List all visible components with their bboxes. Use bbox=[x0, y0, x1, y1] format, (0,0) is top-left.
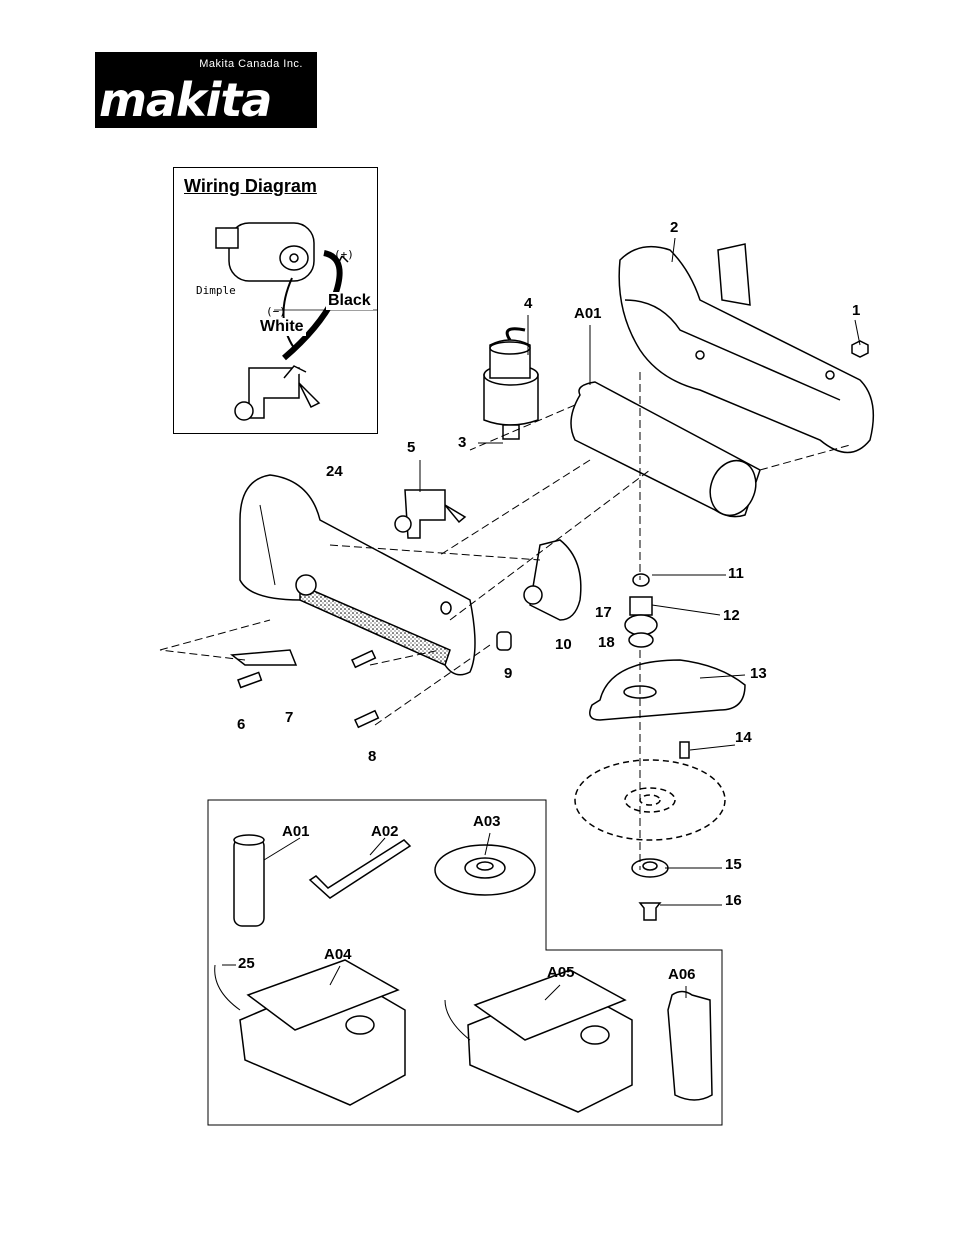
callout-7: 7 bbox=[285, 709, 294, 726]
callout-4: 4 bbox=[524, 295, 533, 312]
callout-1: 1 bbox=[852, 302, 861, 319]
callout-2: 2 bbox=[670, 219, 679, 236]
callout-a06: A06 bbox=[668, 966, 696, 983]
callout-a01: A01 bbox=[282, 823, 310, 840]
lock-nut-icon bbox=[631, 858, 669, 878]
minus-label: (−) bbox=[266, 305, 286, 318]
callout-14: 14 bbox=[735, 729, 752, 746]
callout-3: 3 bbox=[458, 434, 467, 451]
callout-9: 9 bbox=[504, 665, 513, 682]
grinding-disc-icon bbox=[434, 844, 536, 896]
switch-icon bbox=[394, 489, 467, 539]
callout-24: 24 bbox=[326, 463, 343, 480]
callout-10: 10 bbox=[555, 636, 572, 653]
callout-25: 25 bbox=[238, 955, 255, 972]
dimple-label: Dimple bbox=[196, 284, 236, 297]
battery-icon bbox=[233, 834, 265, 927]
nut-icon bbox=[851, 340, 869, 358]
makita-logo: Makita Canada Inc. makita bbox=[95, 52, 317, 128]
callout-a01-main: A01 bbox=[574, 305, 602, 322]
spacer-icon bbox=[496, 631, 512, 651]
cord-lines bbox=[214, 964, 471, 1041]
accessory-leaders bbox=[222, 832, 687, 1001]
switch-icon bbox=[234, 365, 321, 421]
wiring-diagram-title: Wiring Diagram bbox=[184, 176, 317, 196]
company-name: Makita Canada Inc. bbox=[199, 58, 303, 70]
charger-icon bbox=[467, 969, 633, 1113]
motor-icon bbox=[215, 222, 315, 282]
bearing-icon bbox=[632, 573, 650, 587]
callout-a03: A03 bbox=[473, 813, 501, 830]
callout-12: 12 bbox=[723, 607, 740, 624]
accessory-box bbox=[207, 799, 723, 1126]
gear-housing-icon bbox=[529, 539, 582, 621]
callout-13: 13 bbox=[750, 665, 767, 682]
white-label: White bbox=[258, 318, 306, 336]
screw-icon bbox=[354, 709, 380, 729]
callout-15: 15 bbox=[725, 856, 742, 873]
callout-a05: A05 bbox=[547, 964, 575, 981]
housing-right-icon bbox=[618, 245, 875, 454]
black-label: Black bbox=[326, 292, 373, 310]
white-wire-icon bbox=[282, 277, 295, 349]
wiring-diagram-panel: Wiring Diagram Dimple (+) (−) Black Whit… bbox=[173, 167, 378, 434]
screw-icon bbox=[351, 649, 377, 669]
label-plate-icon bbox=[717, 243, 751, 306]
leader-lines bbox=[419, 237, 861, 906]
callout-8: 8 bbox=[368, 748, 377, 765]
callout-11: 11 bbox=[728, 565, 744, 582]
housing-left-icon bbox=[239, 474, 476, 676]
brand-wordmark: makita bbox=[99, 73, 272, 127]
spindle-assembly-icon bbox=[624, 596, 658, 648]
callout-5: 5 bbox=[407, 439, 416, 456]
clip-icon bbox=[230, 649, 298, 666]
callout-a04: A04 bbox=[324, 946, 352, 963]
callout-a02: A02 bbox=[371, 823, 399, 840]
motor-assembly-icon bbox=[483, 327, 539, 440]
screw-icon bbox=[679, 741, 690, 759]
carrying-case-icon bbox=[667, 990, 713, 1101]
bolt-icon bbox=[638, 902, 662, 921]
screw-icon bbox=[237, 671, 263, 689]
plus-label: (+) bbox=[334, 248, 354, 261]
grinding-wheel-icon bbox=[574, 759, 726, 841]
battery-pack-icon bbox=[570, 381, 761, 518]
callout-16: 16 bbox=[725, 892, 742, 909]
callout-17: 17 bbox=[595, 604, 612, 621]
callout-18: 18 bbox=[598, 634, 615, 651]
charger-icon bbox=[239, 959, 406, 1106]
hex-wrench-icon bbox=[308, 839, 412, 899]
wheel-guard-icon bbox=[589, 659, 746, 721]
callout-6: 6 bbox=[237, 716, 246, 733]
assembly-lines bbox=[159, 372, 851, 870]
